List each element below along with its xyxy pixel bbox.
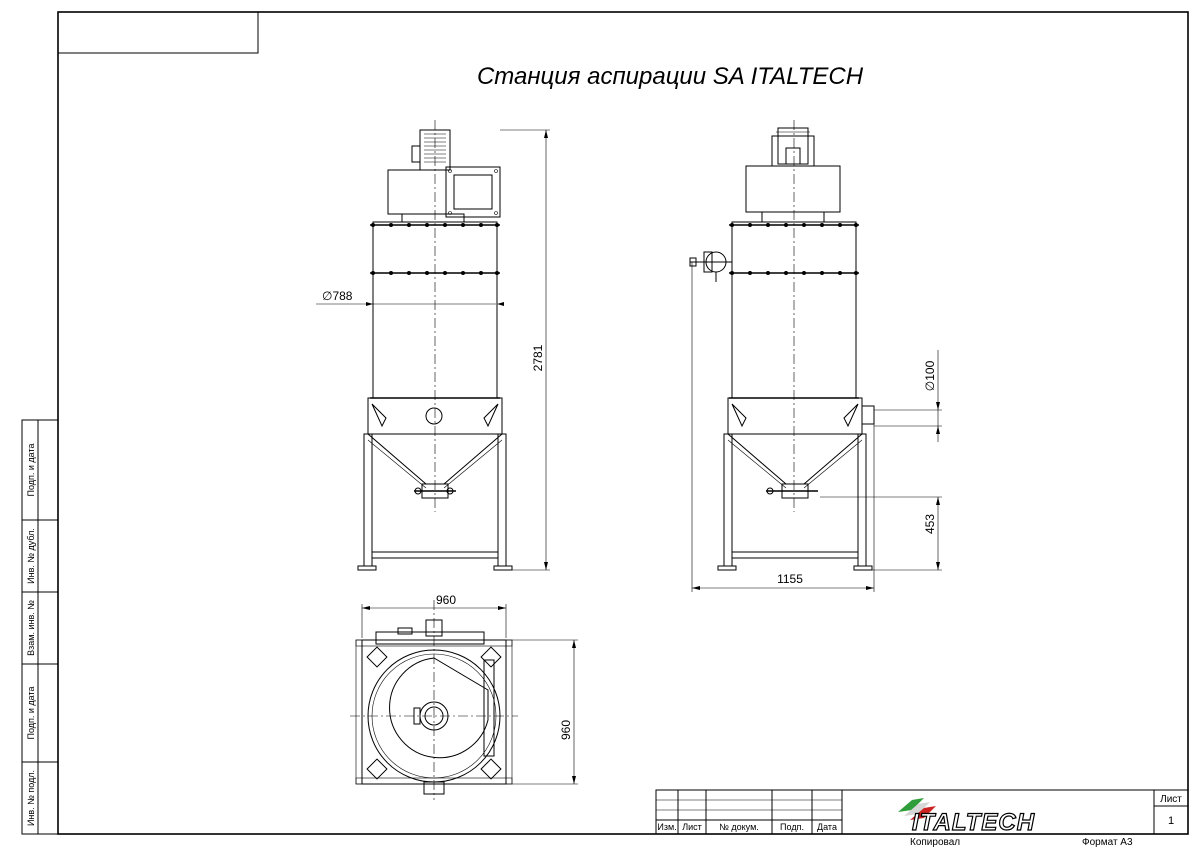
side-stamp-field-4: Подп. и дата bbox=[26, 686, 36, 739]
side-stamp: Подп. и дата Инв. № дубл. Взам. инв. № П… bbox=[21, 419, 59, 835]
title-block-col-list: Лист bbox=[682, 822, 702, 832]
side-stamp-field-5: Инв. № подл. bbox=[26, 770, 36, 826]
dim-diameter-788: ∅788 bbox=[322, 289, 353, 303]
title-block: Изм. Лист № докум. Подп. Дата Лист 1 ITA… bbox=[655, 789, 1189, 837]
dim-top-width-960: 960 bbox=[436, 593, 456, 607]
front-flange-bolts bbox=[371, 223, 499, 275]
sheet-number: 1 bbox=[1168, 815, 1174, 827]
dim-height-453: 453 bbox=[923, 514, 937, 534]
drawing-title: Станция аспирации SA ITALTECH bbox=[477, 63, 864, 90]
side-stamp-field-3: Взам. инв. № bbox=[26, 600, 36, 656]
dim-top-depth-960: 960 bbox=[559, 720, 573, 740]
title-block-col-sign: Подп. bbox=[780, 822, 804, 832]
front-view bbox=[357, 120, 513, 571]
dim-height-2781: 2781 bbox=[531, 344, 545, 371]
side-flange-bolts bbox=[730, 223, 858, 275]
side-view bbox=[689, 120, 875, 571]
title-block-col-doc: № докум. bbox=[719, 822, 759, 832]
drawing-frame bbox=[57, 11, 1189, 835]
sheet-label: Лист bbox=[1160, 794, 1182, 805]
title-block-col-date: Дата bbox=[817, 822, 837, 832]
logo-text: ITALTECH bbox=[912, 809, 1035, 836]
italtech-logo: ITALTECH bbox=[898, 798, 1035, 837]
top-view-dimensions: 960 960 bbox=[361, 593, 578, 785]
side-stamp-field-2: Инв. № дубл. bbox=[26, 528, 36, 584]
format-label: Формат А3 bbox=[1082, 837, 1133, 848]
top-view bbox=[350, 600, 518, 800]
title-block-col-izm: Изм. bbox=[657, 822, 676, 832]
dim-width-1155: 1155 bbox=[777, 572, 803, 586]
side-view-dimensions: ∅100 453 1155 bbox=[691, 262, 942, 592]
copied-label: Копировал bbox=[910, 837, 960, 848]
dim-diameter-100: ∅100 bbox=[923, 360, 937, 391]
front-view-dimensions: ∅788 2781 bbox=[316, 129, 550, 571]
side-stamp-field-1: Подп. и дата bbox=[26, 443, 36, 496]
